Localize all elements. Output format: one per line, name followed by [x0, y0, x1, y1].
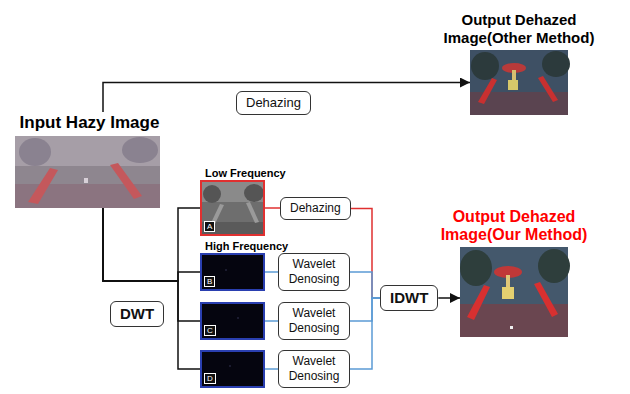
connector	[103, 83, 470, 113]
box-label: DWT	[120, 305, 154, 323]
hazy-photo	[15, 136, 160, 208]
process-box: Dehazing	[236, 91, 311, 115]
box-label: Wavelet Denosing	[288, 306, 340, 336]
panel-letter: C	[204, 325, 216, 336]
connector	[438, 297, 460, 299]
image-heading: Output Dehazed Image(Our Method)	[422, 208, 606, 244]
box-label: Dehazing	[290, 201, 341, 216]
process-box: Wavelet Denosing	[278, 302, 350, 340]
image-panel: Input Hazy Image	[12, 112, 167, 208]
process-box: Dehazing	[280, 197, 351, 220]
high-frequency-images	[200, 253, 265, 388]
box-label: Wavelet Denosing	[288, 257, 340, 287]
dehazed-photo-other	[470, 50, 570, 115]
image-panel: High FrequencyB	[200, 253, 265, 291]
panel-letter: A	[204, 221, 215, 232]
process-box: Wavelet Denosing	[278, 350, 350, 388]
box-label: Wavelet Denosing	[288, 354, 340, 384]
connector	[265, 320, 278, 322]
connector	[265, 368, 278, 370]
box-label: IDWT	[390, 289, 428, 307]
connector	[265, 271, 278, 273]
connector	[351, 209, 380, 299]
connector	[103, 208, 200, 369]
connector	[350, 298, 380, 321]
connector	[265, 207, 280, 209]
image-heading: High Frequency	[205, 240, 288, 253]
connector	[350, 272, 380, 298]
panel-letter: B	[204, 276, 215, 287]
connector	[103, 208, 200, 281]
low-frequency-image	[200, 180, 265, 236]
image-heading: Output Dehazed Image(Other Method)	[427, 11, 611, 47]
image-panel: Output Dehazed Image(Our Method)	[460, 247, 568, 337]
process-box: IDWT	[380, 285, 438, 311]
connector	[103, 208, 200, 281]
panel-letter: D	[204, 373, 216, 384]
process-box: Wavelet Denosing	[278, 253, 350, 291]
process-box: DWT	[110, 301, 164, 327]
image-panel: Output Dehazed Image(Other Method)	[470, 50, 568, 115]
dehazed-photo-ours	[460, 247, 570, 337]
image-heading: Input Hazy Image	[12, 112, 167, 134]
connector	[350, 298, 380, 369]
image-heading: Low Frequency	[205, 167, 286, 180]
box-label: Dehazing	[246, 95, 301, 111]
image-panel: C	[200, 302, 265, 340]
image-panel: D	[200, 350, 265, 388]
image-panel: Low FrequencyA	[200, 180, 265, 236]
